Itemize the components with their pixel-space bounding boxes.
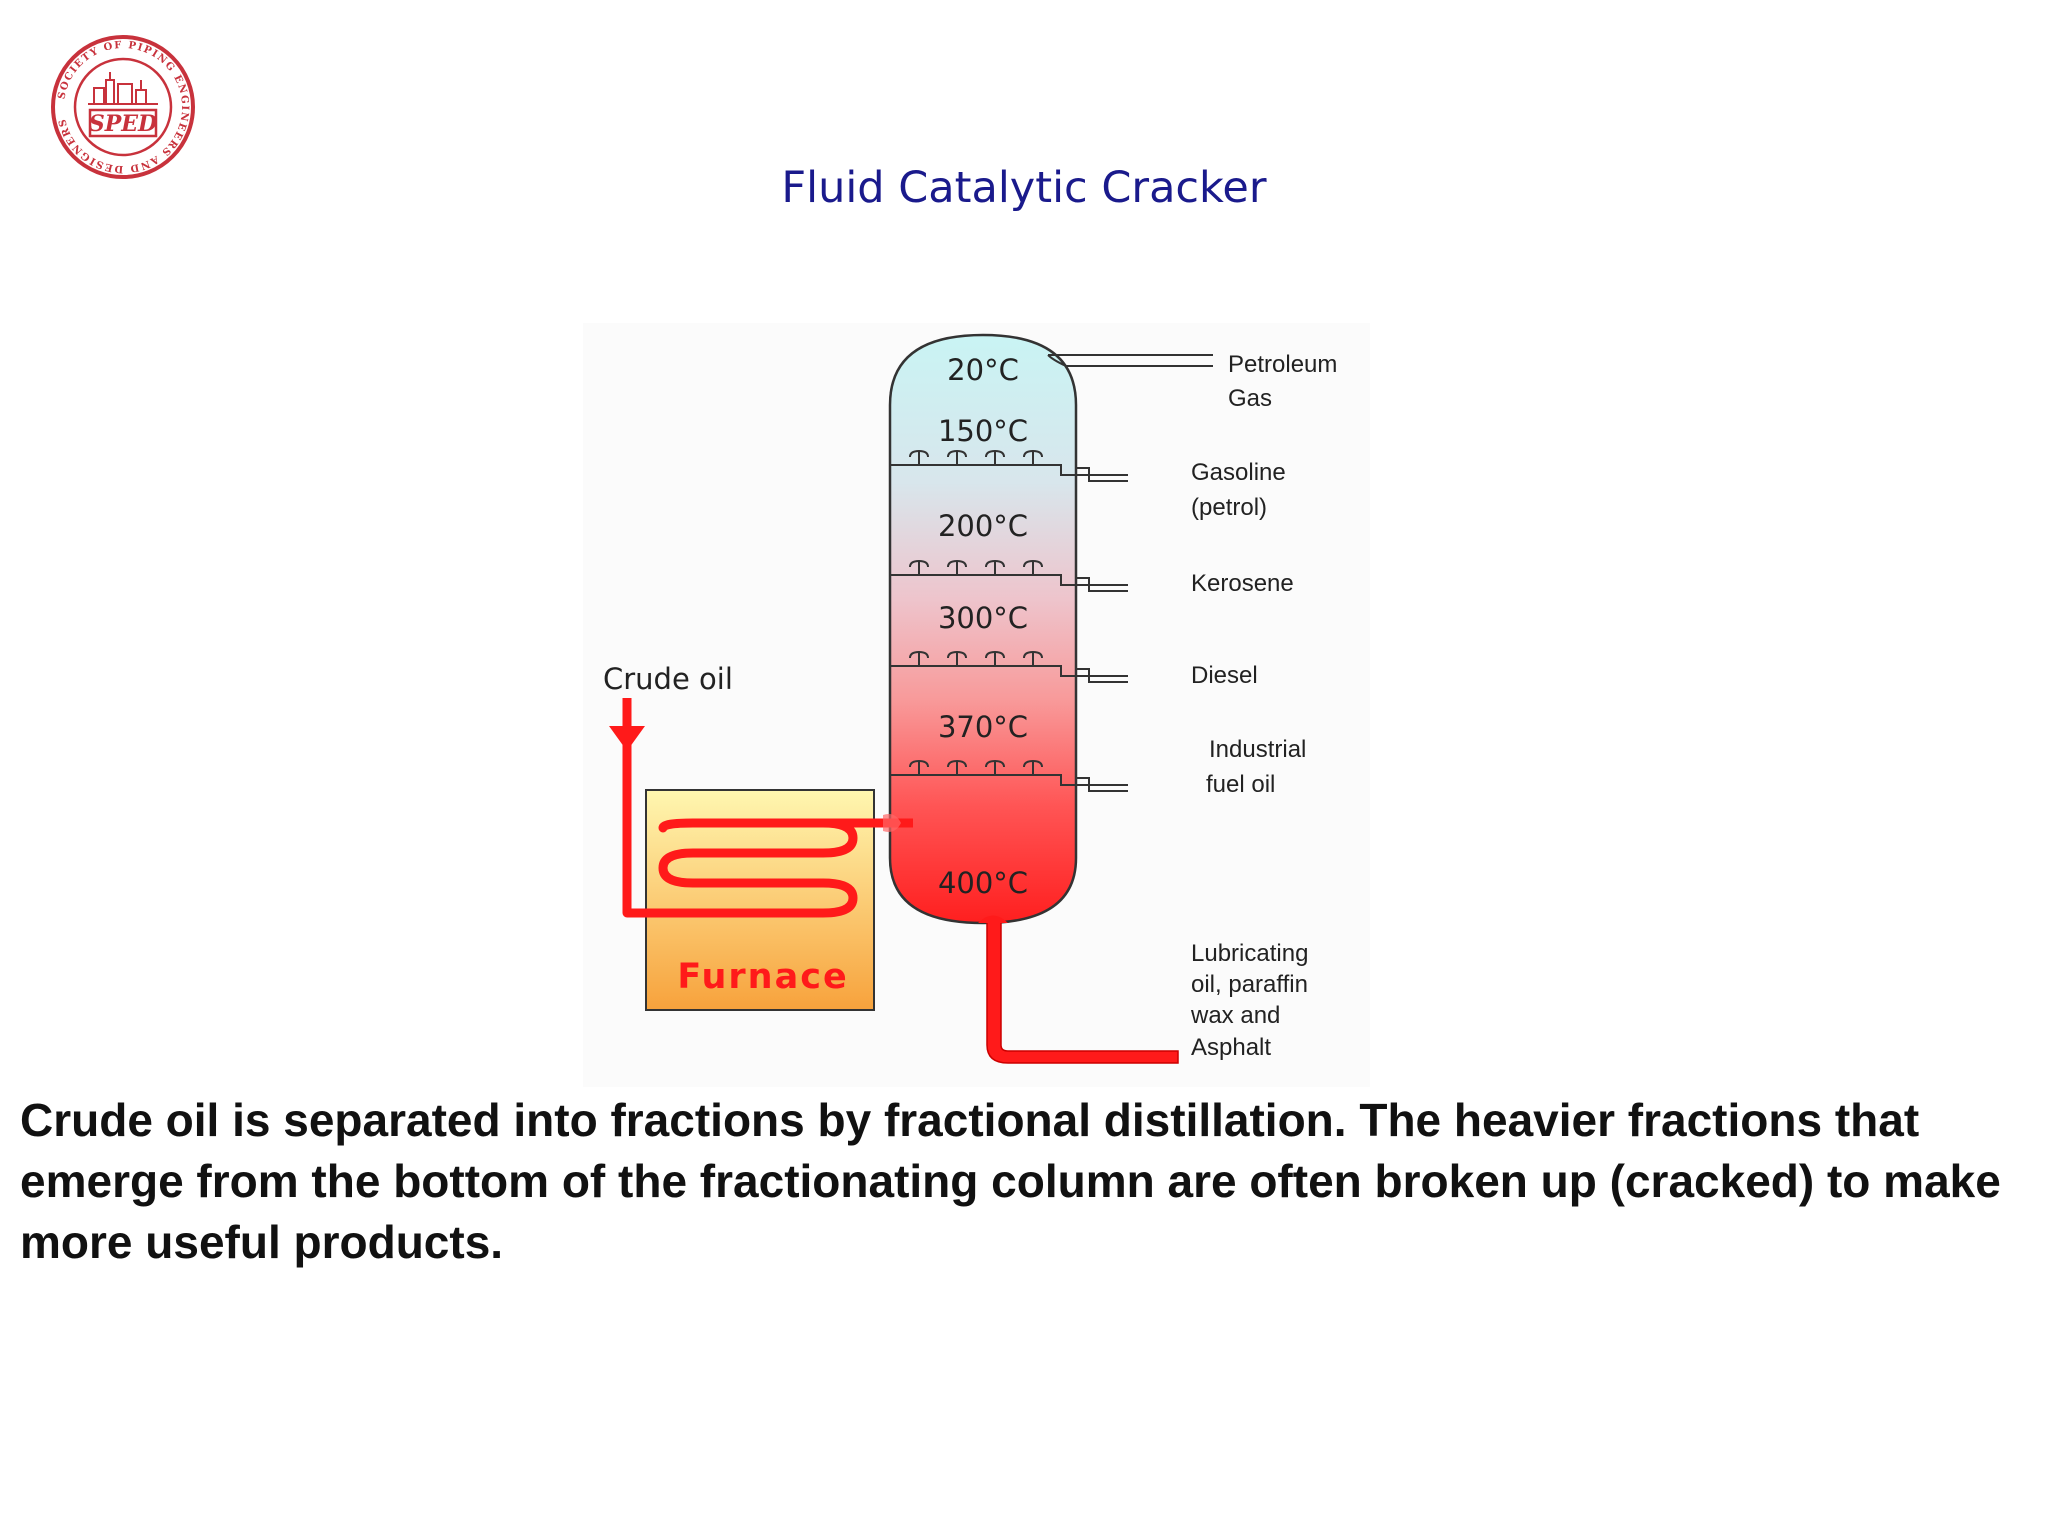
crude-oil-pipe xyxy=(622,698,913,918)
product-label: Asphalt xyxy=(1191,1034,1271,1061)
sped-logo: SOCIETY OF PIPING ENGINEERS AND DESIGNER… xyxy=(51,35,195,179)
product-label: Kerosene xyxy=(1191,570,1294,597)
temp-label: 150°C xyxy=(938,414,1028,448)
product-label: Lubricating xyxy=(1191,940,1308,967)
temp-label: 400°C xyxy=(938,866,1028,900)
product-label: fuel oil xyxy=(1206,771,1275,798)
furnace-label: Furnace xyxy=(677,957,848,997)
draw-off-pipes xyxy=(1047,354,1213,792)
residue-pipe xyxy=(986,920,1179,1064)
product-label: Diesel xyxy=(1191,662,1258,689)
product-label: oil, paraffin xyxy=(1191,971,1308,998)
product-label: Petroleum xyxy=(1228,351,1337,378)
product-label: wax and xyxy=(1190,1002,1280,1029)
slide-caption: Crude oil is separated into fractions by… xyxy=(20,1094,2001,1268)
page-title: Fluid Catalytic Cracker xyxy=(781,163,1267,213)
temp-label: 370°C xyxy=(938,710,1028,744)
temperature-labels: 20°C 150°C 200°C 300°C 370°C 400°C xyxy=(938,353,1028,900)
logo-text: SPED xyxy=(89,111,157,137)
temp-label: 300°C xyxy=(938,601,1028,635)
product-labels: Petroleum Gas Gasoline (petrol) Kerosene… xyxy=(1190,351,1337,1061)
product-label: Industrial xyxy=(1209,736,1306,763)
product-label: (petrol) xyxy=(1191,494,1267,521)
distillation-diagram: 20°C 150°C 200°C 300°C 370°C 400°C Petro… xyxy=(583,323,1370,1087)
product-label: Gas xyxy=(1228,385,1272,412)
temp-label: 200°C xyxy=(938,509,1028,543)
crude-oil-arrow xyxy=(609,726,645,751)
crude-oil-label: Crude oil xyxy=(603,662,733,696)
column-trays xyxy=(890,464,1076,786)
temp-label: 20°C xyxy=(947,353,1019,387)
product-label: Gasoline xyxy=(1191,459,1286,486)
